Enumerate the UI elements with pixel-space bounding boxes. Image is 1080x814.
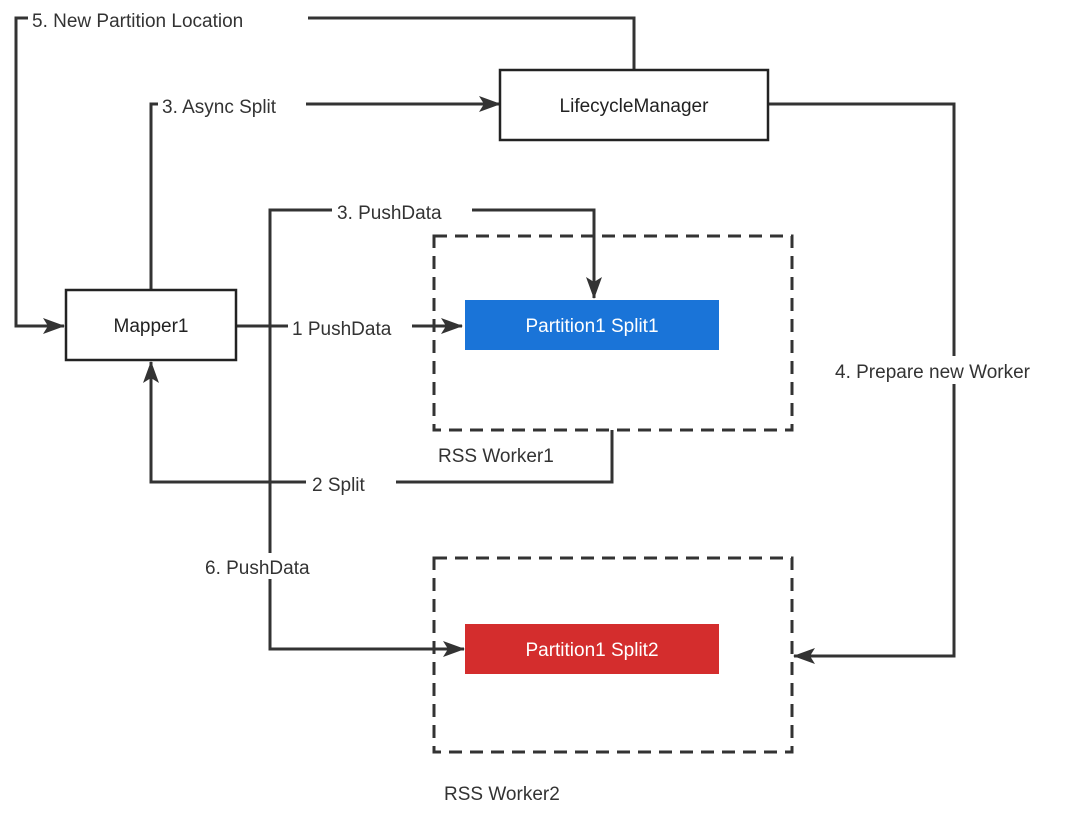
rss-worker2-container [432, 556, 794, 754]
edge-label-push-data-3: 3. PushData [337, 203, 442, 224]
partition1-split2-label: Partition1 Split2 [525, 640, 658, 661]
edge-label-new-partition-location: 5. New Partition Location [32, 11, 243, 32]
edge-async-split [149, 96, 501, 290]
partition1-split1-label: Partition1 Split1 [525, 316, 658, 337]
edge-new-partition-location [14, 16, 636, 334]
partition1-split1-node [465, 300, 719, 350]
edge-label-push-data-1: 1 PushData [292, 319, 392, 340]
mapper1-node [64, 288, 238, 362]
lifecycle-manager-node [498, 68, 770, 142]
edge-label-push-data-6: 6. PushData [205, 558, 310, 579]
edge-label-split-2: 2 Split [312, 475, 366, 496]
mapper1-label: Mapper1 [114, 316, 189, 337]
rss-worker2-label: RSS Worker2 [444, 784, 560, 805]
lifecycle-manager-label: LifecycleManager [560, 96, 710, 117]
rss-worker1-container [432, 234, 794, 432]
rss-worker1-label: RSS Worker1 [438, 446, 554, 467]
edge-label-prepare-new-worker: 4. Prepare new Worker [835, 362, 1031, 383]
partition1-split2-node [465, 624, 719, 674]
edge-push-data-6 [268, 326, 465, 657]
edge-label-async-split: 3. Async Split [162, 97, 277, 118]
